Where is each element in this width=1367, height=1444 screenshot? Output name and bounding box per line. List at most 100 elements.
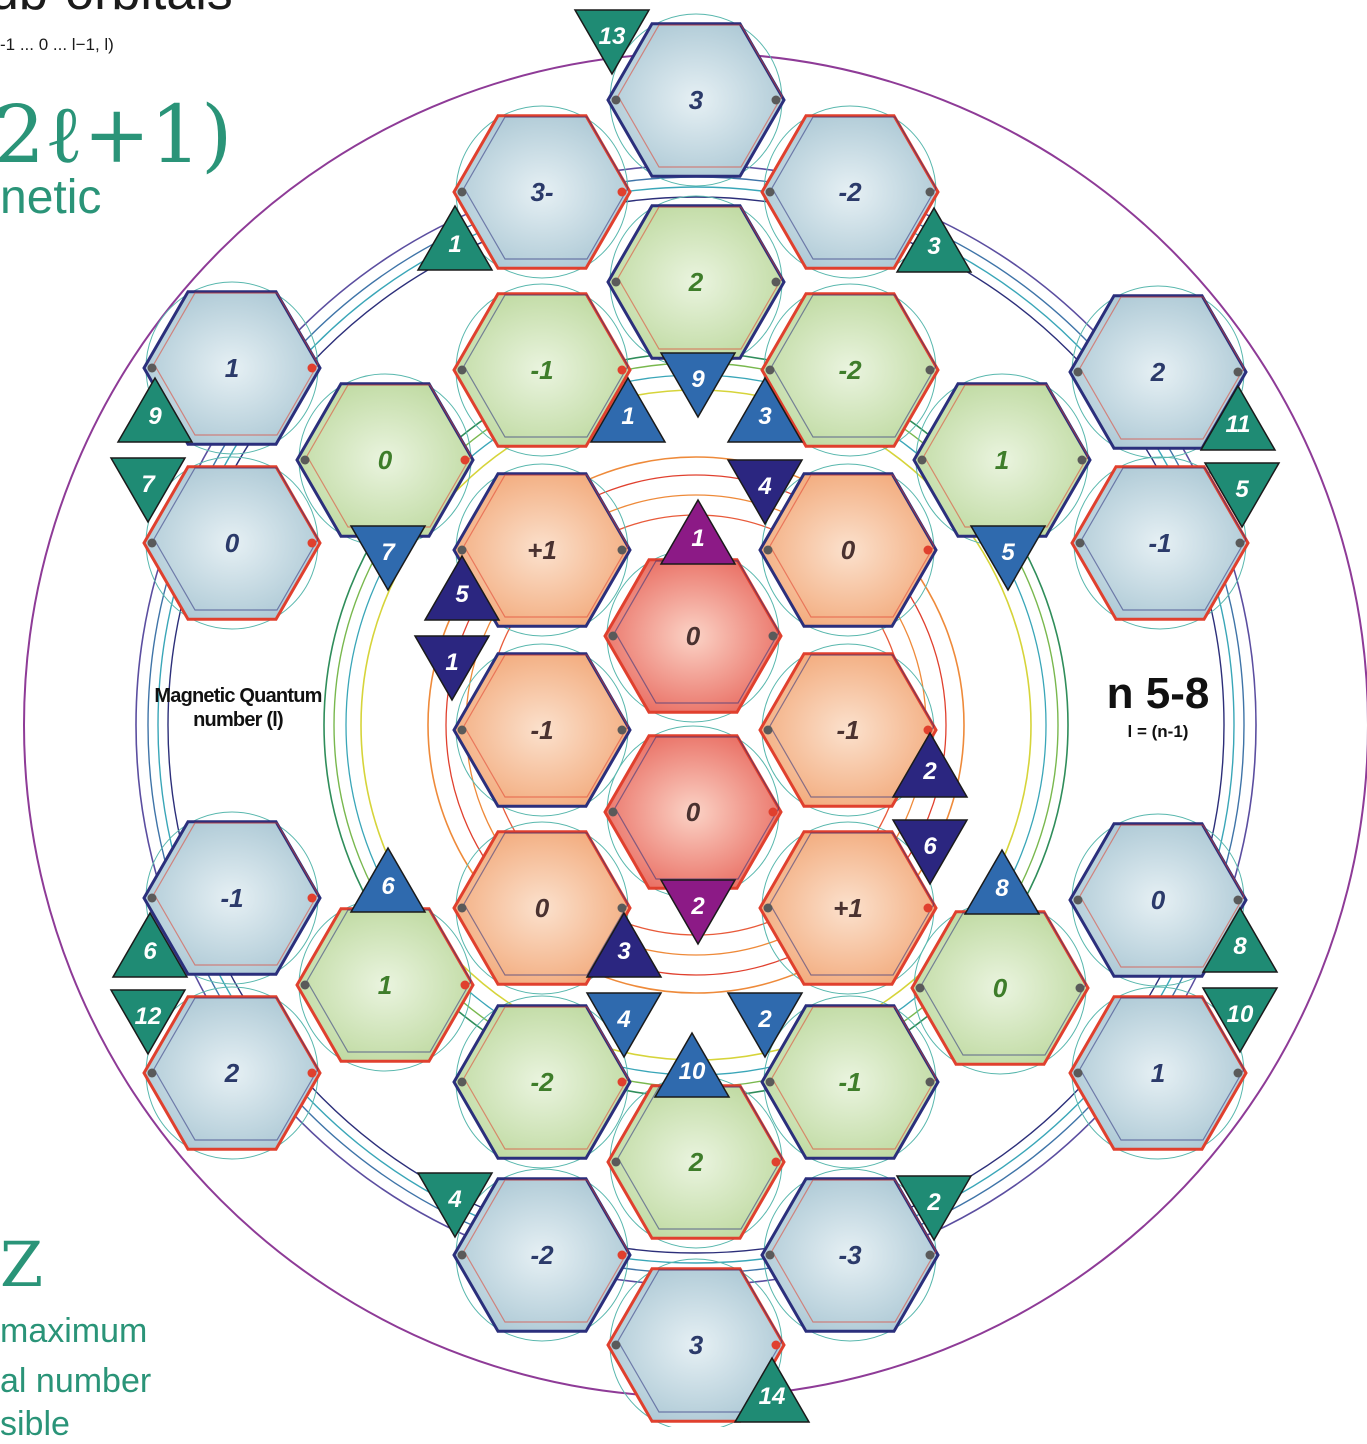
- triangle-label: 7: [141, 471, 156, 498]
- hexagon-label: 2: [688, 1147, 704, 1177]
- orbital-hexagon: 3-: [452, 105, 632, 279]
- electron-count-triangle: 10: [653, 1031, 731, 1098]
- triangle-label: 10: [1227, 1001, 1254, 1028]
- triangle-label: 10: [679, 1058, 706, 1085]
- magnetic-subtitle: netic: [0, 171, 102, 224]
- triangle-label: 7: [381, 539, 396, 566]
- triangle-label: 5: [455, 581, 469, 608]
- shell-range-label: n 5-8: [1106, 669, 1210, 718]
- footer-line-3: sible: [0, 1405, 70, 1443]
- orbital-hexagon: 0: [910, 901, 1090, 1075]
- electron-count-triangle: 2: [659, 879, 737, 946]
- orbital-hexagon: 2: [1068, 285, 1248, 459]
- triangle-label: 6: [923, 833, 937, 860]
- orbital-hexagon: -1: [760, 995, 940, 1169]
- electron-count-triangle: 5: [969, 525, 1047, 592]
- hexagon-label: 0: [686, 797, 701, 827]
- electron-count-triangle: 8: [1201, 906, 1279, 973]
- hexagon-label: 1: [225, 353, 239, 383]
- hexagon-label: -3: [838, 1240, 862, 1270]
- electron-count-triangle: 3: [585, 911, 663, 978]
- triangle-label: 3: [927, 233, 941, 260]
- electron-count-triangle: 9: [116, 376, 194, 443]
- electron-count-triangle: 5: [1203, 462, 1281, 529]
- triangle-label: 9: [691, 366, 705, 393]
- triangle-label: 6: [381, 873, 395, 900]
- orbital-hexagon: -2: [452, 1168, 632, 1342]
- electron-count-triangle: 4: [726, 459, 804, 526]
- electron-count-triangle: 13: [573, 9, 651, 76]
- triangle-label: 11: [1226, 411, 1251, 438]
- range-note: -1 ... 0 ... l−1, l): [0, 35, 114, 54]
- hexagon-label: 0: [535, 893, 550, 923]
- magnetic-quantum-label: Magnetic Quantum number (l): [108, 684, 368, 732]
- orbital-hexagon: -2: [760, 105, 940, 279]
- footer-line-2: al number: [0, 1362, 152, 1400]
- triangle-label: 4: [616, 1006, 630, 1033]
- electron-count-triangle: 6: [349, 846, 427, 913]
- orbital-hexagon: -1: [452, 283, 632, 457]
- orbital-hexagon: 0: [603, 549, 783, 723]
- hexagon-label: 2: [224, 1058, 240, 1088]
- hexagon-label: 0: [225, 528, 240, 558]
- hexagon-label: -1: [530, 715, 553, 745]
- triangle-label: 1: [691, 525, 704, 552]
- orbital-hexagon: 3: [606, 13, 786, 187]
- triangle-label: 5: [1235, 476, 1249, 503]
- orbital-hexagon: 0: [142, 456, 322, 630]
- electron-count-triangle: 7: [109, 457, 187, 524]
- orbital-hexagon: +1: [452, 463, 632, 637]
- triangle-label: 2: [690, 893, 705, 920]
- orbital-hexagon: +1: [758, 821, 938, 995]
- triangle-label: 12: [135, 1003, 162, 1030]
- electron-count-triangle: 2: [891, 731, 969, 798]
- hexagon-label: 3: [689, 85, 704, 115]
- hexagon-label: +1: [833, 893, 863, 923]
- electron-count-triangle: 1: [659, 498, 737, 565]
- hexagon-label: 1: [1151, 1058, 1165, 1088]
- triangle-label: 3: [758, 403, 772, 430]
- electron-count-triangle: 1: [589, 376, 667, 443]
- orbital-hexagon: 1: [142, 281, 322, 455]
- hexagon-label: 0: [686, 621, 701, 651]
- z-symbol: Z: [0, 1228, 44, 1301]
- orbital-hexagon: -2: [760, 283, 940, 457]
- hexagon-label: -1: [836, 715, 859, 745]
- orbital-hexagon: 0: [758, 463, 938, 637]
- electron-count-triangle: 10: [1201, 987, 1279, 1054]
- triangle-label: 4: [447, 1186, 461, 1213]
- triangle-label: 3: [617, 938, 631, 965]
- hexagon-label: 2: [688, 267, 704, 297]
- hexagon-label: -1: [838, 1067, 861, 1097]
- orbital-hexagon: 1: [1068, 986, 1248, 1160]
- orbital-hexagon: 0: [295, 373, 475, 547]
- electron-count-triangle: 1: [416, 204, 494, 271]
- orbital-hexagon: 1: [295, 898, 475, 1072]
- triangle-label: 14: [759, 1383, 786, 1410]
- orbital-hexagon: 0: [603, 725, 783, 899]
- orbital-hexagon: -1: [1070, 456, 1250, 630]
- electron-count-triangle: 5: [423, 554, 501, 621]
- orbital-hexagon: -2: [452, 995, 632, 1169]
- hexagon-label: 0: [378, 445, 393, 475]
- hexagon-label: 1: [995, 445, 1009, 475]
- electron-count-triangle: 9: [659, 352, 737, 419]
- electron-count-triangle: 11: [1199, 384, 1277, 451]
- orbital-hexagon: 2: [606, 195, 786, 369]
- orbital-hexagon: -3: [760, 1168, 940, 1342]
- hexagon-label: 2: [1150, 357, 1166, 387]
- hexagon-label: -1: [1148, 528, 1171, 558]
- triangle-label: 13: [599, 23, 626, 50]
- triangle-label: 4: [757, 473, 771, 500]
- triangle-label: 2: [757, 1006, 772, 1033]
- orbital-hexagon: 2: [606, 1075, 786, 1249]
- triangle-label: 2: [922, 758, 937, 785]
- hexagon-label: -2: [838, 177, 862, 207]
- electron-count-triangle: 6: [891, 819, 969, 886]
- electron-count-triangle: 12: [109, 989, 187, 1056]
- electron-count-triangle: 2: [726, 992, 804, 1059]
- orbital-hexagon: 0: [452, 821, 632, 995]
